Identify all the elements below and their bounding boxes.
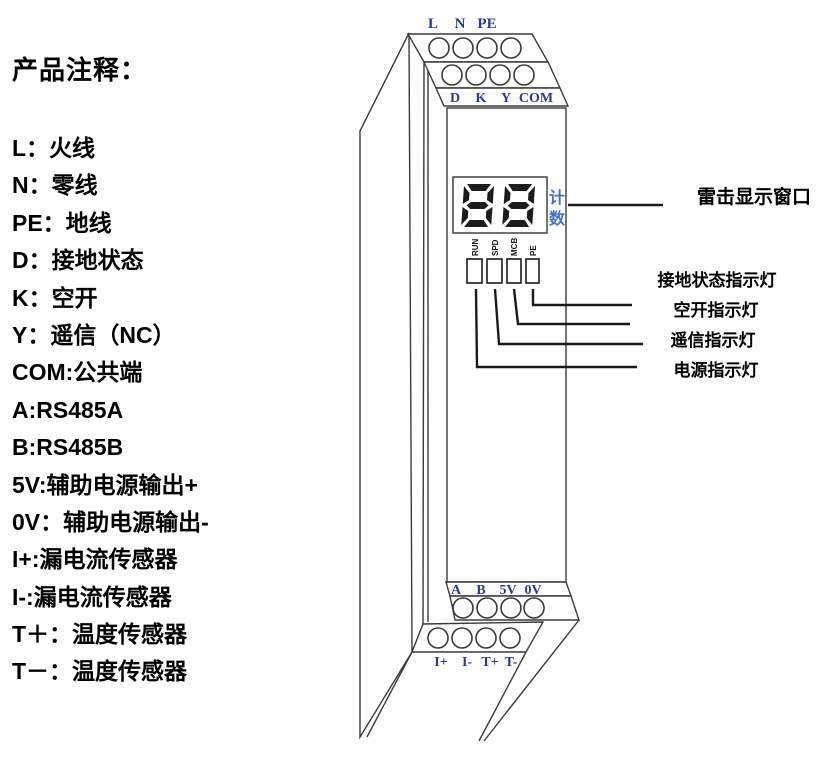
led-mcb — [506, 258, 522, 284]
notes-list: L：火线 N：零线 PE：地线 D：接地状态 K：空开 Y：遥信（NC） COM… — [12, 130, 352, 691]
terminal-label-PE: PE — [477, 16, 496, 32]
led-pe — [525, 258, 540, 284]
led-label-pe: PE — [529, 245, 538, 256]
terminal-hole — [452, 597, 474, 619]
terminal-hole — [500, 597, 522, 619]
device-side-face — [359, 32, 413, 740]
callout-remote-signal: 遥信指示灯 — [671, 330, 756, 350]
band-label-D: D — [450, 91, 460, 106]
note-item: PE：地线 — [12, 209, 112, 236]
band-label-COM: COM — [519, 91, 553, 106]
terminal-label-I-plus: I+ — [434, 655, 447, 670]
terminal-hole — [489, 64, 511, 86]
note-item: D：接地状态 — [12, 247, 144, 274]
terminal-hole — [465, 64, 487, 86]
terminal-label-T-plus: T+ — [481, 655, 498, 670]
perspective-line — [478, 651, 527, 742]
callout-display-window: 雷击显示窗口 — [697, 185, 811, 208]
note-item: T－：温度传感器 — [12, 658, 188, 685]
note-item: A:RS485A — [12, 396, 124, 423]
note-item: L：火线 — [12, 135, 96, 161]
terminal-hole — [500, 37, 522, 59]
leader-ground-status — [531, 289, 632, 307]
side-ridge — [422, 61, 425, 625]
upper-label-band — [434, 87, 570, 107]
perspective-line — [483, 619, 580, 742]
note-item: I-:漏电流传感器 — [12, 583, 172, 610]
band-label-K: K — [476, 91, 487, 106]
note-item: 0V：辅助电源输出- — [12, 508, 209, 535]
led-label-run: RUN — [471, 238, 480, 256]
band-label-B: B — [476, 583, 485, 598]
terminal-label-I-minus: I- — [462, 655, 472, 670]
terminal-hole — [427, 627, 449, 649]
perspective-line — [366, 651, 413, 738]
note-item: COM:公共端 — [12, 359, 143, 386]
terminal-label-L: L — [428, 16, 438, 32]
band-label-0V: 0V — [524, 583, 541, 598]
terminal-label-T-minus: T- — [505, 655, 518, 670]
note-item: I+:漏电流传感器 — [12, 546, 178, 573]
terminal-hole — [452, 37, 474, 59]
leader-breaker — [512, 288, 630, 326]
leader-remote-signal — [493, 288, 643, 346]
terminal-hole — [441, 64, 463, 86]
leader-power — [474, 288, 637, 369]
note-item: K：空开 — [12, 284, 98, 311]
band-label-Y: Y — [501, 91, 511, 106]
callout-power: 电源指示灯 — [674, 360, 759, 380]
terminal-hole — [476, 37, 498, 59]
note-item: T＋：温度传感器 — [12, 621, 188, 648]
led-label-mcb: MCB — [510, 238, 519, 256]
terminal-hole — [475, 627, 497, 649]
counter-label-top: 计 — [549, 188, 565, 207]
terminal-hole — [499, 627, 521, 649]
terminal-hole — [428, 37, 450, 59]
note-item: Y：遥信（NC） — [12, 321, 176, 348]
terminal-label-N: N — [455, 16, 466, 32]
led-spd — [486, 258, 503, 284]
terminal-hole — [451, 627, 473, 649]
band-label-5V: 5V — [499, 583, 516, 598]
terminal-hole — [523, 597, 545, 619]
led-run — [466, 258, 483, 284]
note-item: 5V:辅助电源输出+ — [12, 471, 198, 498]
note-item: B:RS485B — [12, 434, 124, 461]
note-item: N：零线 — [12, 172, 98, 199]
callout-breaker: 空开指示灯 — [674, 300, 759, 320]
terminal-hole — [513, 64, 535, 86]
product-notes: 产品注释： L：火线 N：零线 PE：地线 D：接地状态 K：空开 Y：遥信（N… — [12, 50, 352, 684]
counter-label-bottom: 数 — [549, 209, 566, 228]
terminal-hole — [476, 597, 498, 619]
band-label-A: A — [451, 583, 462, 598]
callout-ground-status: 接地状态指示灯 — [658, 270, 777, 290]
notes-title: 产品注释： — [12, 55, 148, 85]
led-label-spd: SPD — [491, 239, 500, 256]
